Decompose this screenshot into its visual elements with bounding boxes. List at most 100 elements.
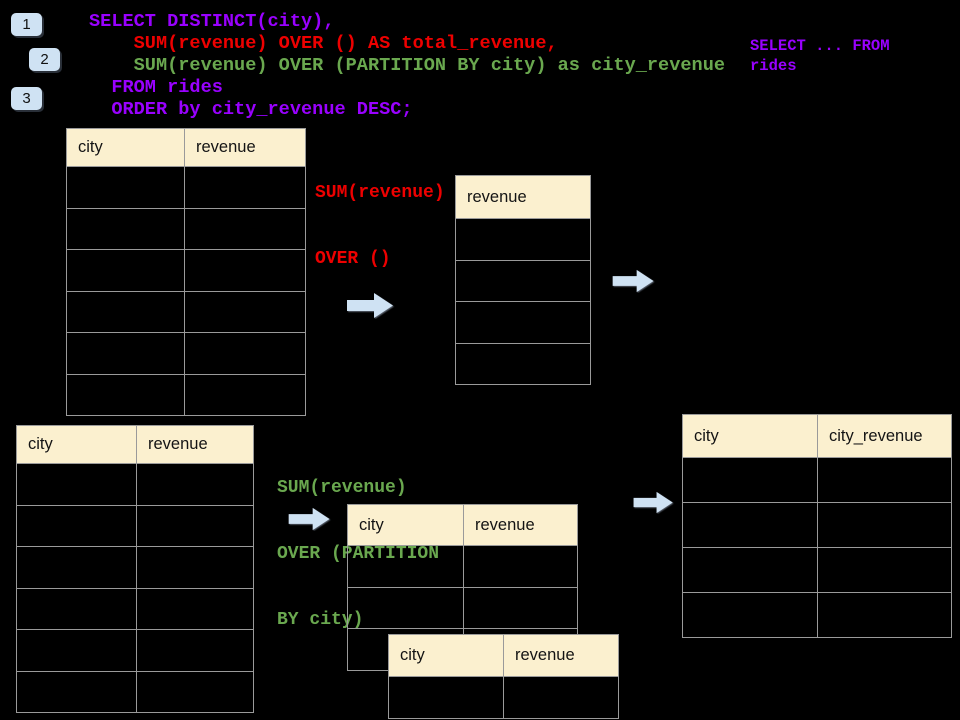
empty-cell (682, 502, 818, 548)
empty-cell (136, 504, 254, 547)
empty-cell (16, 504, 137, 547)
empty-cell (455, 301, 591, 344)
arrow-right-icon (633, 491, 673, 514)
arrow-right-icon (347, 293, 393, 318)
annotation-line: OVER () (315, 249, 391, 269)
table-row (682, 547, 952, 593)
empty-cell (136, 629, 254, 672)
empty-cell (463, 545, 578, 588)
empty-cell (184, 373, 306, 416)
empty-cell (136, 546, 254, 589)
table-row (455, 218, 591, 261)
column-header-revenue: revenue (136, 425, 254, 464)
table-row (66, 332, 306, 375)
table-row (66, 290, 306, 333)
sql-line-sum-partition: SUM(revenue) OVER (PARTITION BY city) as… (89, 55, 726, 76)
empty-cell (184, 290, 306, 333)
empty-cell (136, 463, 254, 506)
sql-side-snippet: SELECT ... FROM rides (750, 36, 890, 76)
empty-cell (66, 290, 185, 333)
table-row (347, 545, 578, 588)
table-total-revenue-result: revenue (455, 175, 591, 385)
table-row (455, 342, 591, 385)
empty-cell (455, 342, 591, 385)
step-badge-label: 1 (22, 16, 31, 33)
step-badge-label: 3 (22, 90, 31, 107)
table-row (16, 587, 254, 630)
table-row (16, 629, 254, 672)
total-revenue-annotation: SUM(revenue) OVER () (315, 138, 445, 314)
table-row (682, 457, 952, 503)
sql-line-sum-over: SUM(revenue) OVER () AS total_revenue, (89, 33, 558, 54)
table-row (682, 592, 952, 638)
empty-cell (463, 586, 578, 629)
empty-cell (184, 166, 306, 209)
column-header-city: city (388, 634, 504, 677)
column-header-city: city (682, 414, 818, 458)
empty-cell (136, 670, 254, 713)
empty-cell (16, 629, 137, 672)
table-row (66, 166, 306, 209)
empty-cell (66, 166, 185, 209)
table-row (16, 463, 254, 506)
empty-cell (682, 547, 818, 593)
empty-cell (455, 218, 591, 261)
step-badge-1: 1 (11, 13, 42, 36)
column-header-revenue: revenue (184, 128, 306, 167)
annotation-line: SUM(revenue) (277, 478, 407, 498)
sql-query-code: SELECT DISTINCT(city), SUM(revenue) OVER… (89, 11, 725, 121)
table-row (682, 502, 952, 548)
column-header-city-revenue: city_revenue (817, 414, 952, 458)
step-badge-label: 2 (40, 51, 49, 68)
column-header-revenue: revenue (503, 634, 619, 677)
empty-cell (817, 592, 952, 638)
table-source-top: city revenue (66, 128, 306, 416)
empty-cell (184, 332, 306, 375)
sql-line-order: ORDER by city_revenue DESC; (89, 99, 413, 120)
empty-cell (347, 586, 464, 629)
column-header-revenue: revenue (463, 504, 578, 546)
arrow-right-icon (288, 507, 330, 531)
empty-cell (66, 332, 185, 375)
table-row (16, 670, 254, 713)
empty-cell (817, 457, 952, 503)
empty-cell (184, 207, 306, 250)
table-row (347, 586, 578, 629)
arrow-right-icon (612, 269, 654, 293)
table-row (66, 373, 306, 416)
table-row (16, 504, 254, 547)
empty-cell (16, 463, 137, 506)
empty-cell (66, 373, 185, 416)
empty-cell (388, 676, 504, 719)
empty-cell (503, 676, 619, 719)
table-row (66, 249, 306, 292)
column-header-revenue: revenue (455, 175, 591, 219)
empty-cell (347, 545, 464, 588)
empty-cell (66, 249, 185, 292)
table-row (388, 676, 619, 719)
empty-cell (455, 259, 591, 302)
empty-cell (16, 670, 137, 713)
table-city-revenue-result: city city_revenue (682, 414, 952, 638)
empty-cell (817, 502, 952, 548)
empty-cell (682, 457, 818, 503)
sql-line-from: FROM rides (89, 77, 223, 98)
table-row (66, 207, 306, 250)
sql-side-line: rides (750, 57, 797, 75)
sql-side-line: SELECT ... FROM (750, 37, 890, 55)
step-badge-3: 3 (11, 87, 42, 110)
sql-line-select: SELECT DISTINCT(city), (89, 11, 335, 32)
annotation-line: SUM(revenue) (315, 183, 445, 203)
empty-cell (682, 592, 818, 638)
step-badge-2: 2 (29, 48, 60, 71)
empty-cell (66, 207, 185, 250)
column-header-city: city (16, 425, 137, 464)
empty-cell (817, 547, 952, 593)
table-row (455, 301, 591, 344)
table-row (455, 259, 591, 302)
column-header-city: city (66, 128, 185, 167)
column-header-city: city (347, 504, 464, 546)
empty-cell (16, 587, 137, 630)
empty-cell (136, 587, 254, 630)
